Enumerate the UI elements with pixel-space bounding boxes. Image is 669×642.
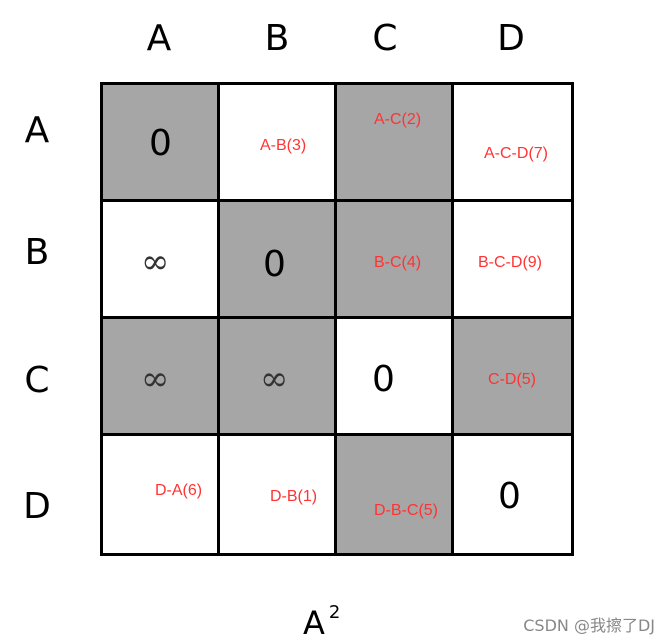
distance-matrix: 0 A-B(3) A-C(2) A-C-D(7) ∞ 0 B-C(4) B-C-… — [100, 82, 574, 556]
cell-b-b: 0 — [220, 202, 337, 319]
infinity-symbol: ∞ — [141, 359, 170, 399]
cell-d-c: D-B-C(5) — [337, 436, 454, 553]
cell-b-c: B-C(4) — [337, 202, 454, 319]
cell-d-d: 0 — [454, 436, 571, 553]
cell-a-b: A-B(3) — [220, 85, 337, 202]
path-label: D-B(1) — [270, 488, 318, 505]
cell-value: 0 — [263, 244, 286, 285]
cell-a-d: A-C-D(7) — [454, 85, 571, 202]
cell-b-d: B-C-D(9) — [454, 202, 571, 319]
cell-c-c: 0 — [337, 319, 454, 436]
cell-value: 0 — [498, 476, 521, 517]
cell-d-b: D-B(1) — [220, 436, 337, 553]
path-label: A-B(3) — [260, 137, 307, 154]
cell-value: 0 — [149, 123, 172, 164]
cell-c-a: ∞ — [103, 319, 220, 436]
path-label: D-B-C(5) — [374, 502, 438, 519]
row-header-c: C — [24, 360, 50, 401]
column-header-a: A — [146, 18, 172, 59]
column-header-c: C — [372, 18, 398, 59]
watermark-text: CSDN @我擦了DJ — [523, 616, 655, 635]
path-label: B-C-D(9) — [478, 254, 542, 271]
path-label: A-C(2) — [374, 111, 422, 128]
cell-a-a: 0 — [103, 85, 220, 202]
cell-value: 0 — [372, 359, 395, 400]
row-header-a: A — [24, 110, 50, 151]
column-header-b: B — [264, 18, 290, 59]
path-label: C-D(5) — [488, 371, 536, 388]
infinity-symbol: ∞ — [141, 242, 170, 282]
infinity-symbol: ∞ — [260, 359, 289, 399]
caption-exponent: 2 — [328, 602, 341, 623]
row-header-d: D — [23, 486, 51, 527]
column-header-d: D — [497, 18, 525, 59]
caption-base: A — [303, 604, 325, 642]
cell-c-d: C-D(5) — [454, 319, 571, 436]
row-header-b: B — [24, 232, 50, 273]
path-label: D-A(6) — [155, 482, 203, 499]
cell-c-b: ∞ — [220, 319, 337, 436]
path-label: B-C(4) — [374, 254, 422, 271]
cell-b-a: ∞ — [103, 202, 220, 319]
path-label: A-C-D(7) — [484, 145, 548, 162]
cell-d-a: D-A(6) — [103, 436, 220, 553]
cell-a-c: A-C(2) — [337, 85, 454, 202]
